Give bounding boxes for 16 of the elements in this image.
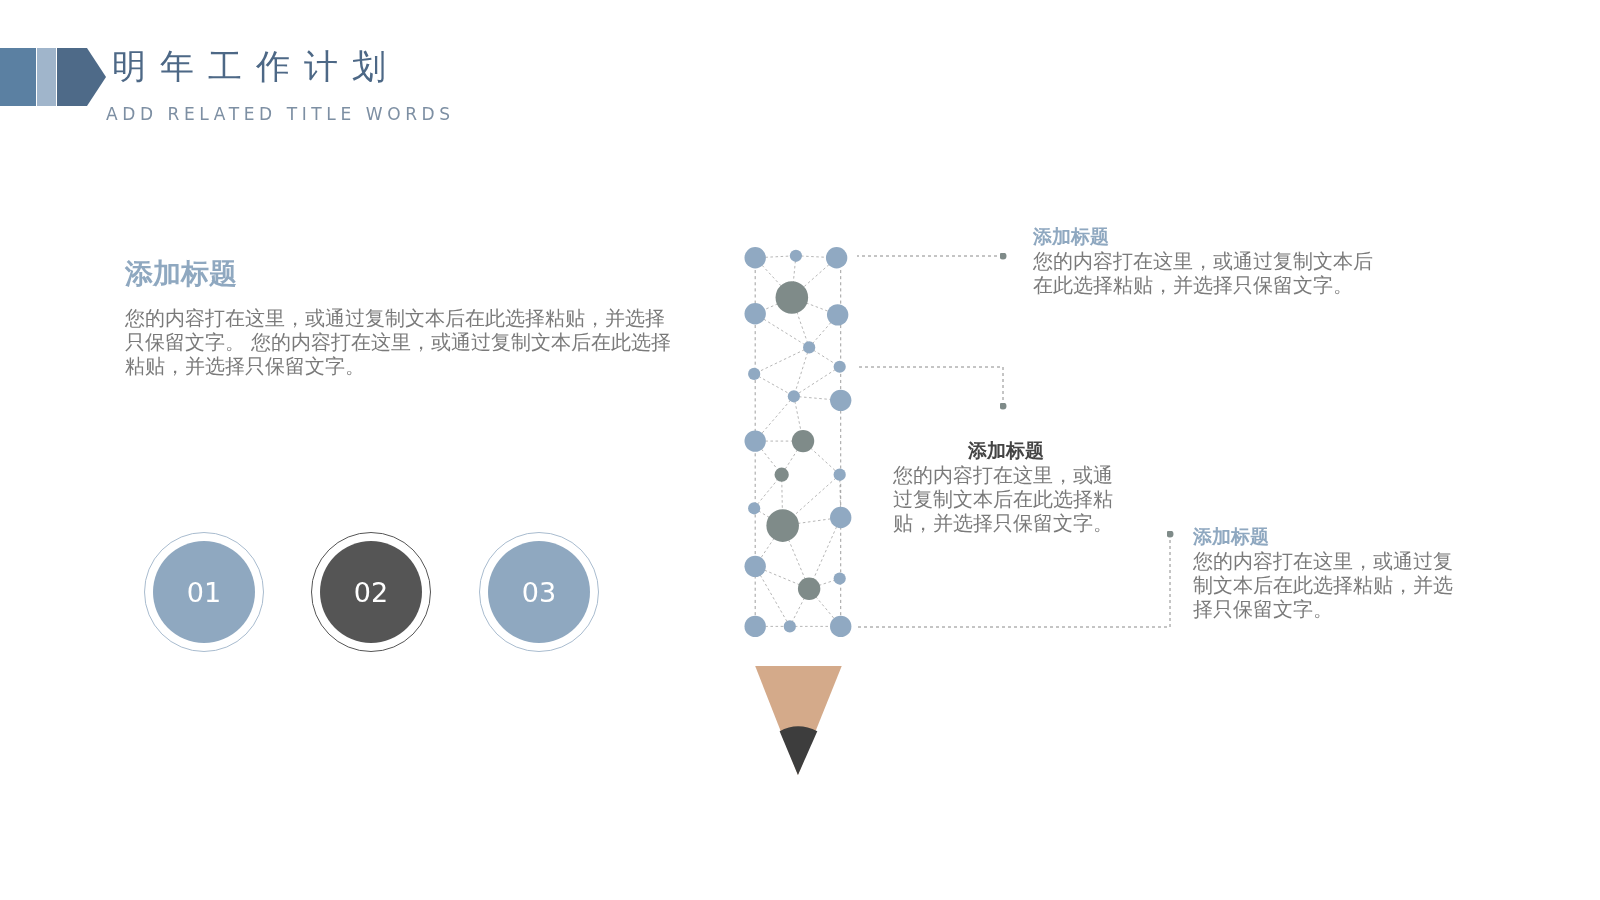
leader-line — [856, 252, 1007, 260]
page-title: 明年工作计划 — [112, 45, 400, 88]
number-label: 02 — [320, 541, 422, 643]
number-label: 03 — [488, 541, 590, 643]
callout-body-text: 您的内容打在这里，或通过复制文本后在此选择粘贴，并选择只保留文字。 — [1033, 248, 1373, 297]
callout-heading: 添加标题 — [1193, 524, 1270, 549]
callout-body-text: 您的内容打在这里，或通过复制文本后在此选择粘贴，并选择只保留文字。 — [1193, 548, 1454, 621]
page-subtitle: ADD RELATED TITLE WORDS — [106, 104, 455, 124]
callout-heading: 添加标题 — [967, 438, 1045, 463]
callout-body-text: 您的内容打在这里，或通过复制文本后在此选择粘贴，并选择只保留文字。 — [893, 462, 1114, 535]
callout-heading: 添加标题 — [1033, 224, 1110, 249]
leader-line — [856, 366, 1007, 410]
body-text: 您的内容打在这里，或通过复制文本后在此选择粘贴，并选择只保留文字。 您的内容打在这里，或通过复制文本后在此选择粘贴，并选择只保留文字。 — [125, 306, 673, 379]
leader-line — [856, 530, 1174, 628]
section-heading: 添加标题 — [125, 256, 238, 292]
number-label: 01 — [153, 541, 255, 643]
